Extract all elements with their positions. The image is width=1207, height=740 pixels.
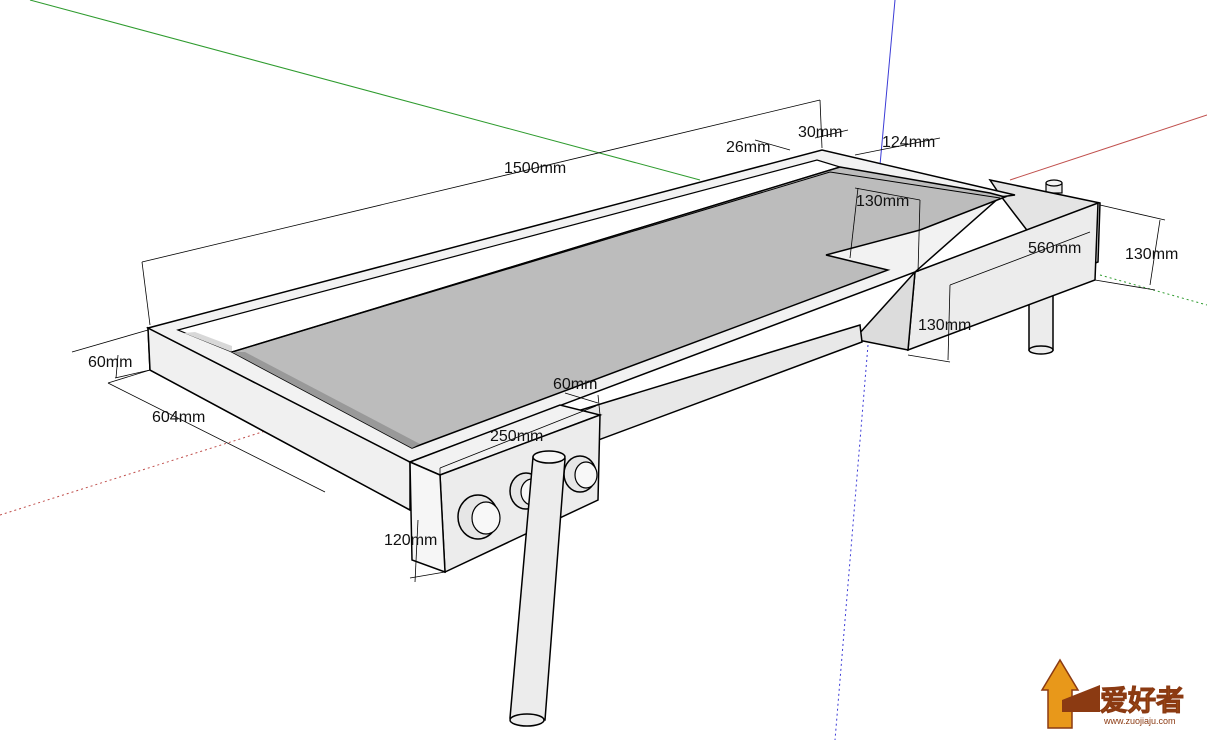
dim-tail-vise-width: 124mm — [882, 134, 935, 151]
vise-screw-right — [563, 455, 598, 493]
green-axis — [29, 0, 701, 181]
dim-front-vise-height: 120mm — [384, 532, 437, 549]
house-icon — [1040, 658, 1080, 729]
work-surface-recess — [230, 166, 1008, 449]
dim-tail-vise-height-right: 130mm — [1125, 246, 1178, 263]
dim-inner-rail-a: 26mm — [726, 139, 770, 156]
dim-front-vise-length: 250mm — [490, 428, 543, 445]
tail-vise-block — [857, 178, 1101, 352]
dim-tail-vise-notch: 130mm — [856, 193, 909, 210]
vise-screw-left — [457, 494, 501, 540]
dim-length: 1500mm — [504, 160, 566, 177]
dimension-lines — [71, 99, 1166, 583]
dimension-labels: 1500mm 26mm 30mm 124mm 130mm 560mm 130mm… — [88, 124, 1178, 549]
blue-axis — [879, 0, 896, 166]
dim-tail-vise-height-front: 130mm — [918, 317, 971, 334]
tail-vise-peg — [1045, 179, 1063, 194]
dim-top-thickness: 60mm — [88, 354, 132, 371]
front-leg — [509, 450, 566, 727]
dim-inner-rail-b: 30mm — [798, 124, 842, 141]
tool-icon — [1062, 685, 1100, 712]
dim-bench-width: 604mm — [152, 409, 205, 426]
blue-axis-hidden — [834, 344, 869, 740]
red-axis-hidden — [0, 419, 301, 516]
watermark-brand: 爱好者 — [1100, 684, 1184, 717]
watermark-url: www.zuojiaju.com — [1103, 716, 1176, 726]
red-axis — [1009, 114, 1207, 181]
watermark-logo: 爱好者 www.zuojiaju.com — [1040, 658, 1185, 729]
dim-front-vise-thickness: 60mm — [553, 376, 597, 393]
dim-tail-vise-length: 560mm — [1028, 240, 1081, 257]
